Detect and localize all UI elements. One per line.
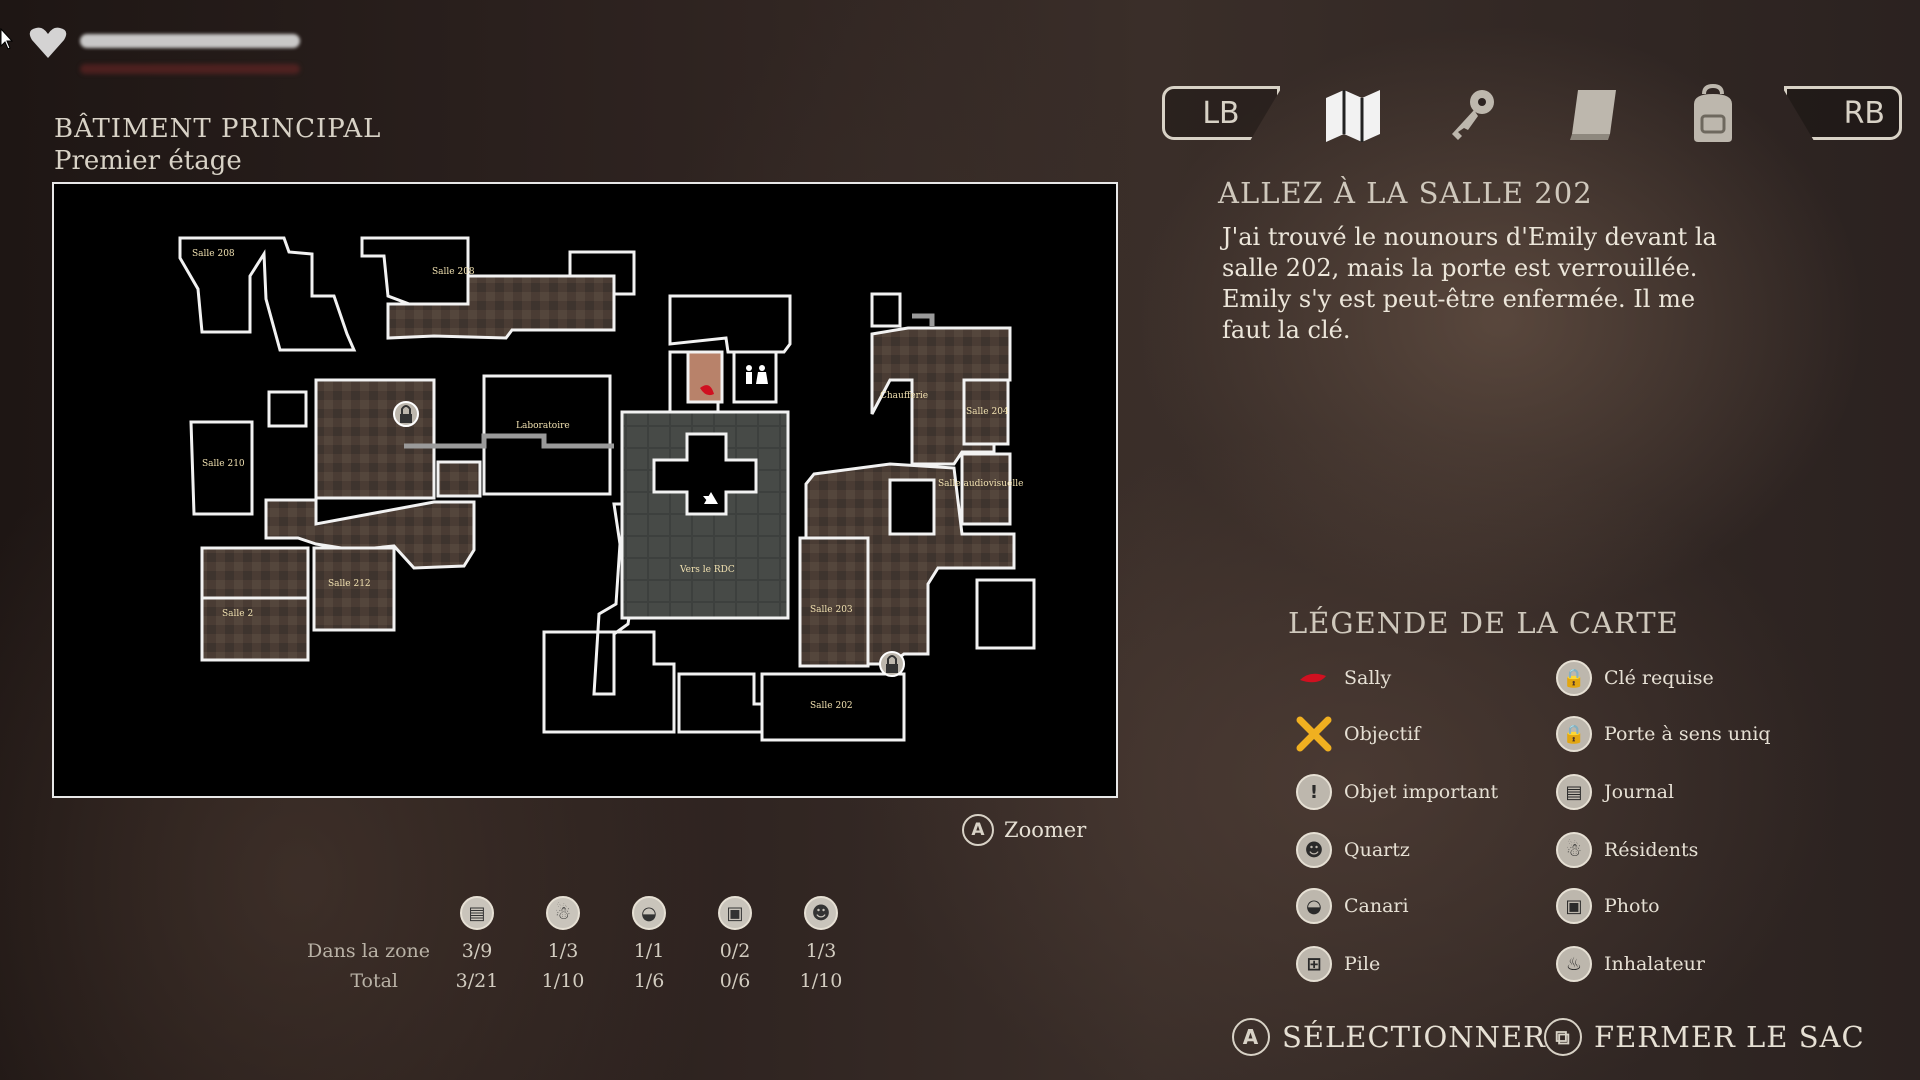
objective-title: ALLEZ À LA SALLE 202 <box>1218 176 1593 210</box>
map-floor-title: Premier étage <box>54 146 242 176</box>
counter-total: 1/10 <box>799 970 843 992</box>
counter-value: 1/1 <box>633 940 665 962</box>
counter-total: 3/21 <box>455 970 499 992</box>
objective-icon <box>1296 716 1332 752</box>
photo-icon: ▣ <box>718 896 752 930</box>
legend-item-residents: ☃ Résidents <box>1556 832 1800 868</box>
important-item-icon: ! <box>1296 774 1332 810</box>
counter-value: 3/9 <box>461 940 493 962</box>
room-label: Salle 202 <box>810 701 853 711</box>
room-label: Salle 208 <box>192 249 235 259</box>
legend-label: Objectif <box>1344 723 1421 745</box>
legend-item-important: ! Objet important <box>1296 774 1498 810</box>
battery-icon: ⊞ <box>1296 946 1332 982</box>
legend-item-objective: Objectif <box>1296 716 1420 752</box>
lb-shoulder-button[interactable]: LB <box>1162 86 1280 140</box>
key-required-icon: 🔒 <box>1556 660 1592 696</box>
legend-label: Journal <box>1604 781 1675 803</box>
room-label: Salle 2 <box>222 609 253 619</box>
room-label: Salle audiovisuelle <box>938 479 1023 489</box>
legend-label: Photo <box>1604 895 1660 917</box>
quartz-icon: ☻ <box>804 896 838 930</box>
legend-title: LÉGENDE DE LA CARTE <box>1288 606 1679 640</box>
counter-total: 1/10 <box>541 970 585 992</box>
zoom-hint[interactable]: A Zoomer <box>962 814 1086 846</box>
legend-item-journal: ▤ Journal <box>1556 774 1800 810</box>
sally-icon <box>1300 673 1326 683</box>
rb-shoulder-button[interactable]: RB <box>1784 86 1902 140</box>
journal-icon[interactable] <box>1562 84 1624 144</box>
counter-value: 1/3 <box>547 940 579 962</box>
floor-map-drawing: Salle 208 Salle 208 Salle 210 Salle 212 … <box>178 236 1036 742</box>
collectible-counters: ▤ ☃ ◒ ▣ ☻ Dans la zone Total 3/9 1/3 1/1… <box>300 888 860 998</box>
legend-item-sally: Sally <box>1296 660 1391 696</box>
legend-item-one-way-door: 🔒 Porte à sens uniq <box>1556 716 1800 752</box>
counter-value: 1/3 <box>805 940 837 962</box>
counter-row-label: Total <box>350 970 398 992</box>
legend-label: Inhalateur <box>1604 953 1705 975</box>
journal-icon: ▤ <box>1556 774 1592 810</box>
counter-total: 0/6 <box>719 970 751 992</box>
select-label: SÉLECTIONNER <box>1282 1020 1546 1054</box>
canary-icon: ◒ <box>1296 888 1332 924</box>
room-label: Laboratoire <box>516 421 570 431</box>
legend-item-quartz: ☻ Quartz <box>1296 832 1410 868</box>
counter-row-label: Dans la zone <box>307 940 430 962</box>
required-key-map-icon <box>879 651 905 677</box>
stamina-bar <box>80 64 300 74</box>
journal-icon: ▤ <box>460 896 494 930</box>
objective-text: J'ai trouvé le nounours d'Emily devant l… <box>1222 223 1717 344</box>
quartz-icon: ☻ <box>1296 832 1332 868</box>
close-bag-action[interactable]: ⧉ FERMER LE SAC <box>1544 1018 1865 1056</box>
legend-label: Clé requise <box>1604 667 1714 689</box>
room-label: Vers le RDC <box>679 565 735 575</box>
floor-map[interactable]: Salle 208 Salle 208 Salle 210 Salle 212 … <box>52 182 1118 798</box>
resident-icon: ☃ <box>1556 832 1592 868</box>
legend-label: Pile <box>1344 953 1381 975</box>
a-button-icon: A <box>1232 1018 1270 1056</box>
mouse-cursor-icon <box>0 28 14 50</box>
legend-label: Résidents <box>1604 839 1699 861</box>
legend-label: Quartz <box>1344 839 1410 861</box>
legend-label: Objet important <box>1344 781 1499 803</box>
view-button-icon: ⧉ <box>1544 1018 1582 1056</box>
select-action[interactable]: A SÉLECTIONNER <box>1232 1018 1546 1056</box>
photo-icon: ▣ <box>1556 888 1592 924</box>
legend-label: Canari <box>1344 895 1409 917</box>
room-label: Salle 208 <box>432 267 475 277</box>
counter-total: 1/6 <box>633 970 665 992</box>
sally-marker <box>700 385 714 396</box>
counter-value: 0/2 <box>719 940 751 962</box>
map-icon[interactable] <box>1322 84 1384 144</box>
legend-item-inhaler: ♨ Inhalateur <box>1556 946 1800 982</box>
room-label: Salle 204 <box>966 407 1009 417</box>
inhaler-icon: ♨ <box>1556 946 1592 982</box>
heart-icon <box>29 27 67 58</box>
key-icon[interactable] <box>1442 84 1504 144</box>
zoom-label: Zoomer <box>1004 818 1087 842</box>
room-label: Salle 212 <box>328 579 371 589</box>
legend-label: Sally <box>1344 667 1392 689</box>
backpack-icon[interactable] <box>1682 84 1744 144</box>
legend-item-canary: ◒ Canari <box>1296 888 1409 924</box>
a-button-icon: A <box>962 814 994 846</box>
room-label: Salle 203 <box>810 605 853 615</box>
close-bag-label: FERMER LE SAC <box>1594 1020 1865 1054</box>
one-way-door-icon: 🔒 <box>1556 716 1592 752</box>
legend-item-battery: ⊞ Pile <box>1296 946 1380 982</box>
canary-icon: ◒ <box>632 896 666 930</box>
legend-label: Porte à sens uniq <box>1604 723 1771 745</box>
map-building-title: BÂTIMENT PRINCIPAL <box>54 114 382 144</box>
required-key-map-icon <box>393 401 419 427</box>
legend-item-key-required: 🔒 Clé requise <box>1556 660 1800 696</box>
room-label: Chaufferie <box>880 391 928 401</box>
room-label: Salle 210 <box>202 459 245 469</box>
resident-icon: ☃ <box>546 896 580 930</box>
health-bar <box>80 34 300 48</box>
legend-item-photo: ▣ Photo <box>1556 888 1800 924</box>
